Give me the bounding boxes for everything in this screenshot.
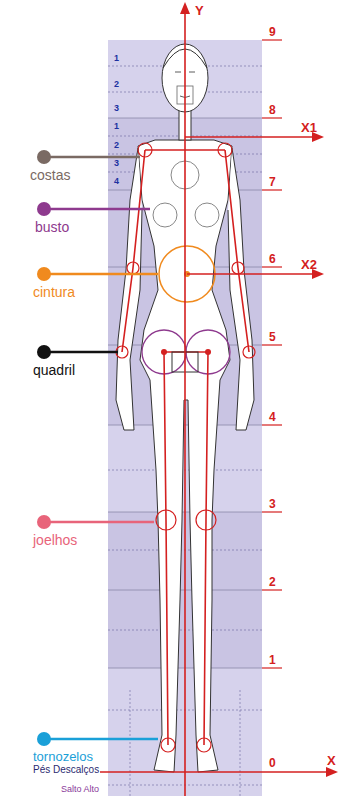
- callout-label: quadril: [33, 363, 75, 377]
- callout-label: joelhos: [33, 533, 77, 547]
- grid-number: 5: [268, 331, 277, 343]
- grid-number: 2: [268, 576, 277, 588]
- callout-label: busto: [35, 220, 69, 234]
- callout-label: cintura: [33, 285, 75, 299]
- grid-number: 9: [268, 26, 277, 38]
- head-subdivision: 2: [113, 141, 120, 150]
- view-note: Salto Alto: [60, 785, 100, 794]
- grid-number: 6: [268, 253, 277, 265]
- head-subdivision: 1: [113, 54, 120, 63]
- grid-number: 1: [268, 654, 277, 666]
- grid-number: 8: [268, 104, 277, 116]
- callout-label: costas: [30, 168, 70, 182]
- head-subdivision: 4: [113, 177, 120, 186]
- view-note: Pés Descalços: [32, 765, 100, 775]
- head-subdivision: 2: [113, 80, 120, 89]
- grid-number: 4: [268, 411, 277, 423]
- axis-label: X2: [300, 258, 318, 271]
- head-subdivision: 3: [113, 159, 120, 168]
- grid-number: 0: [268, 757, 277, 769]
- callout-label: tornozelos: [33, 750, 93, 763]
- head-subdivision: 3: [113, 104, 120, 113]
- axis-label: X1: [300, 121, 318, 134]
- head-subdivision: 1: [113, 122, 120, 131]
- grid-number: 3: [268, 498, 277, 510]
- grid-number: 7: [268, 176, 277, 188]
- axis-label: X: [326, 754, 337, 767]
- axis-label: Y: [194, 4, 205, 17]
